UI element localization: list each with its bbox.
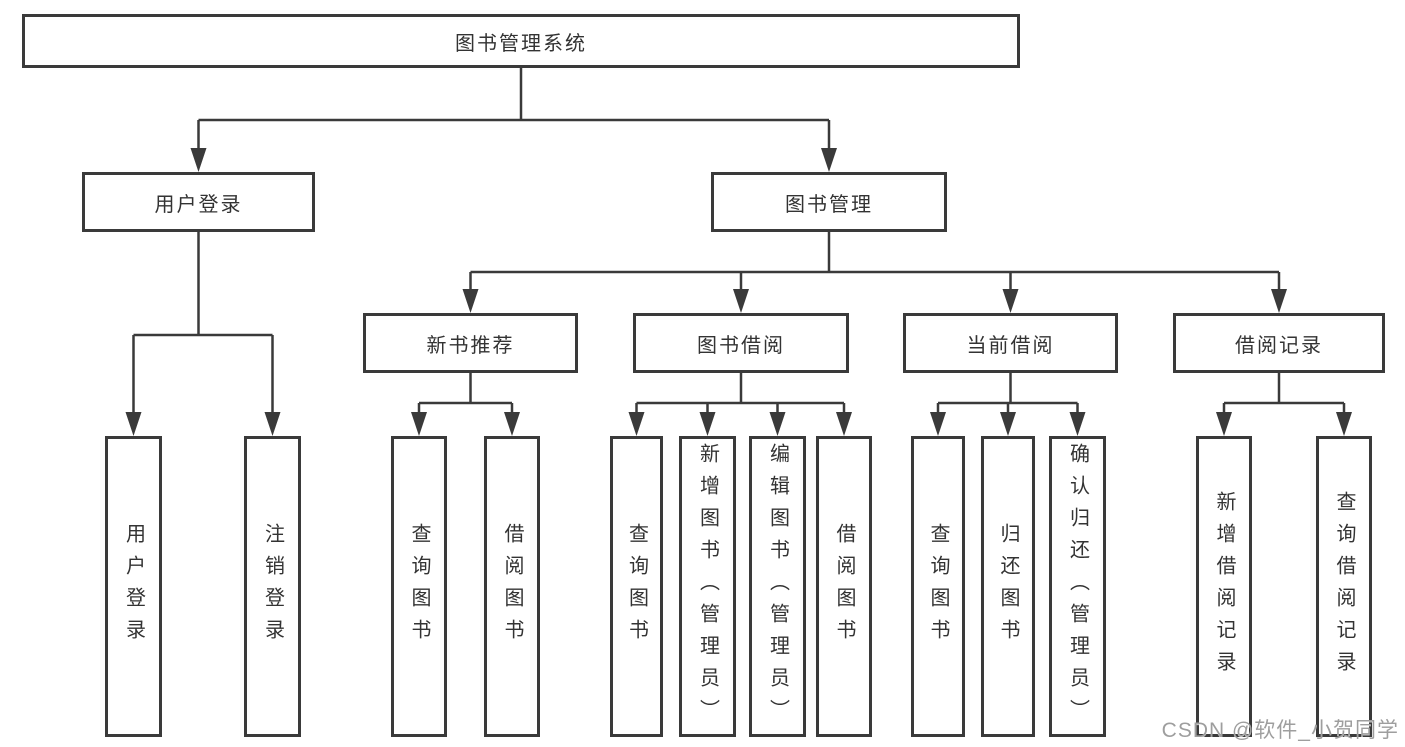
- leaf-add-borrow-record: 新增借阅记录: [1196, 436, 1252, 737]
- leaf-add-book-admin: 新增图书（管理员）: [679, 436, 736, 737]
- connector-newrec-to-leaves: [417, 373, 514, 414]
- leaf-borrow-books-2: 借阅图书: [816, 436, 872, 737]
- leaf-borrow-books-1: 借阅图书: [484, 436, 540, 737]
- leaf-return-books: 归还图书: [981, 436, 1035, 737]
- connector-root-to-level2: [197, 68, 831, 151]
- leaf-query-books-2: 查询图书: [610, 436, 663, 737]
- leaf-query-books-3: 查询图书: [911, 436, 965, 737]
- csdn-watermark: CSDN @软件_小贺同学: [1161, 719, 1399, 742]
- node-book-borrowing: 图书借阅: [633, 313, 849, 373]
- connector-borrow-to-leaves: [635, 373, 846, 414]
- connector-records-to-leaves: [1222, 373, 1346, 414]
- leaf-logout: 注销登录: [244, 436, 301, 737]
- node-book-management: 图书管理: [711, 172, 947, 232]
- connector-current-to-leaves: [936, 373, 1079, 414]
- node-borrowing-records: 借阅记录: [1173, 313, 1385, 373]
- leaf-user-login: 用户登录: [105, 436, 162, 737]
- leaf-query-books-1: 查询图书: [391, 436, 447, 737]
- connector-userlogin-to-leaves: [132, 232, 274, 414]
- node-user-login: 用户登录: [82, 172, 315, 232]
- leaf-query-borrow-record: 查询借阅记录: [1316, 436, 1372, 737]
- node-new-book-recommend: 新书推荐: [363, 313, 578, 373]
- leaf-edit-book-admin: 编辑图书（管理员）: [749, 436, 806, 737]
- node-library-system: 图书管理系统: [22, 14, 1020, 68]
- connector-bookmgmt-to-level3: [469, 232, 1281, 292]
- leaf-confirm-return-admin: 确认归还（管理员）: [1049, 436, 1106, 737]
- node-current-borrowing: 当前借阅: [903, 313, 1118, 373]
